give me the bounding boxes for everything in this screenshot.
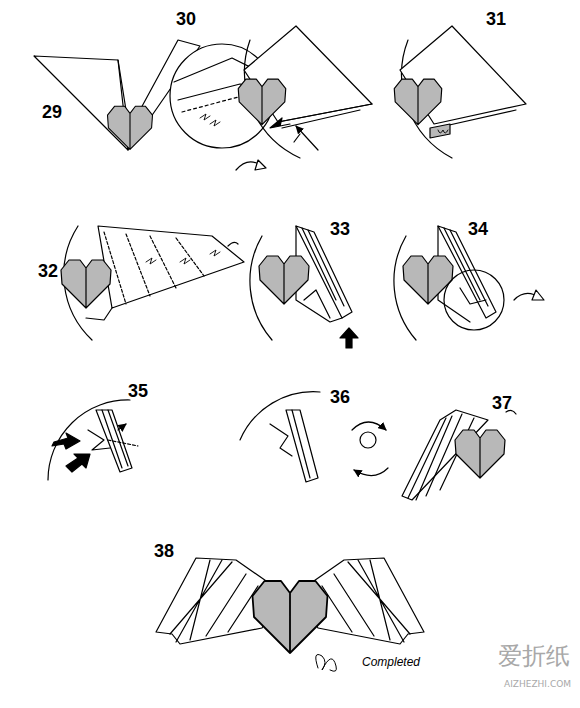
step-number: 33	[330, 220, 350, 238]
step-number: 36	[330, 388, 350, 406]
step-32-figure	[61, 226, 244, 340]
step-number: 38	[154, 542, 174, 560]
step-38-figure	[156, 558, 424, 671]
step-29-figure	[34, 40, 274, 170]
step-30-figure	[238, 26, 372, 158]
step-35-figure	[48, 400, 138, 480]
step-number: 35	[128, 382, 148, 400]
step-number: 32	[38, 262, 58, 280]
watermark-url: AIZHEZHI.COM	[504, 680, 571, 689]
step-number: 29	[42, 103, 62, 121]
watermark: 爱折纸	[498, 644, 570, 668]
caption-text: Completed	[362, 656, 420, 668]
step-number: 31	[486, 10, 506, 28]
step-number: 37	[492, 394, 512, 412]
step-number: 34	[468, 220, 488, 238]
step-number: 30	[176, 10, 196, 28]
step-31-figure	[394, 26, 526, 158]
step-37-figure	[352, 410, 516, 500]
step-33-figure	[250, 226, 358, 348]
step-34-figure	[394, 226, 544, 340]
step-36-figure	[240, 392, 320, 482]
